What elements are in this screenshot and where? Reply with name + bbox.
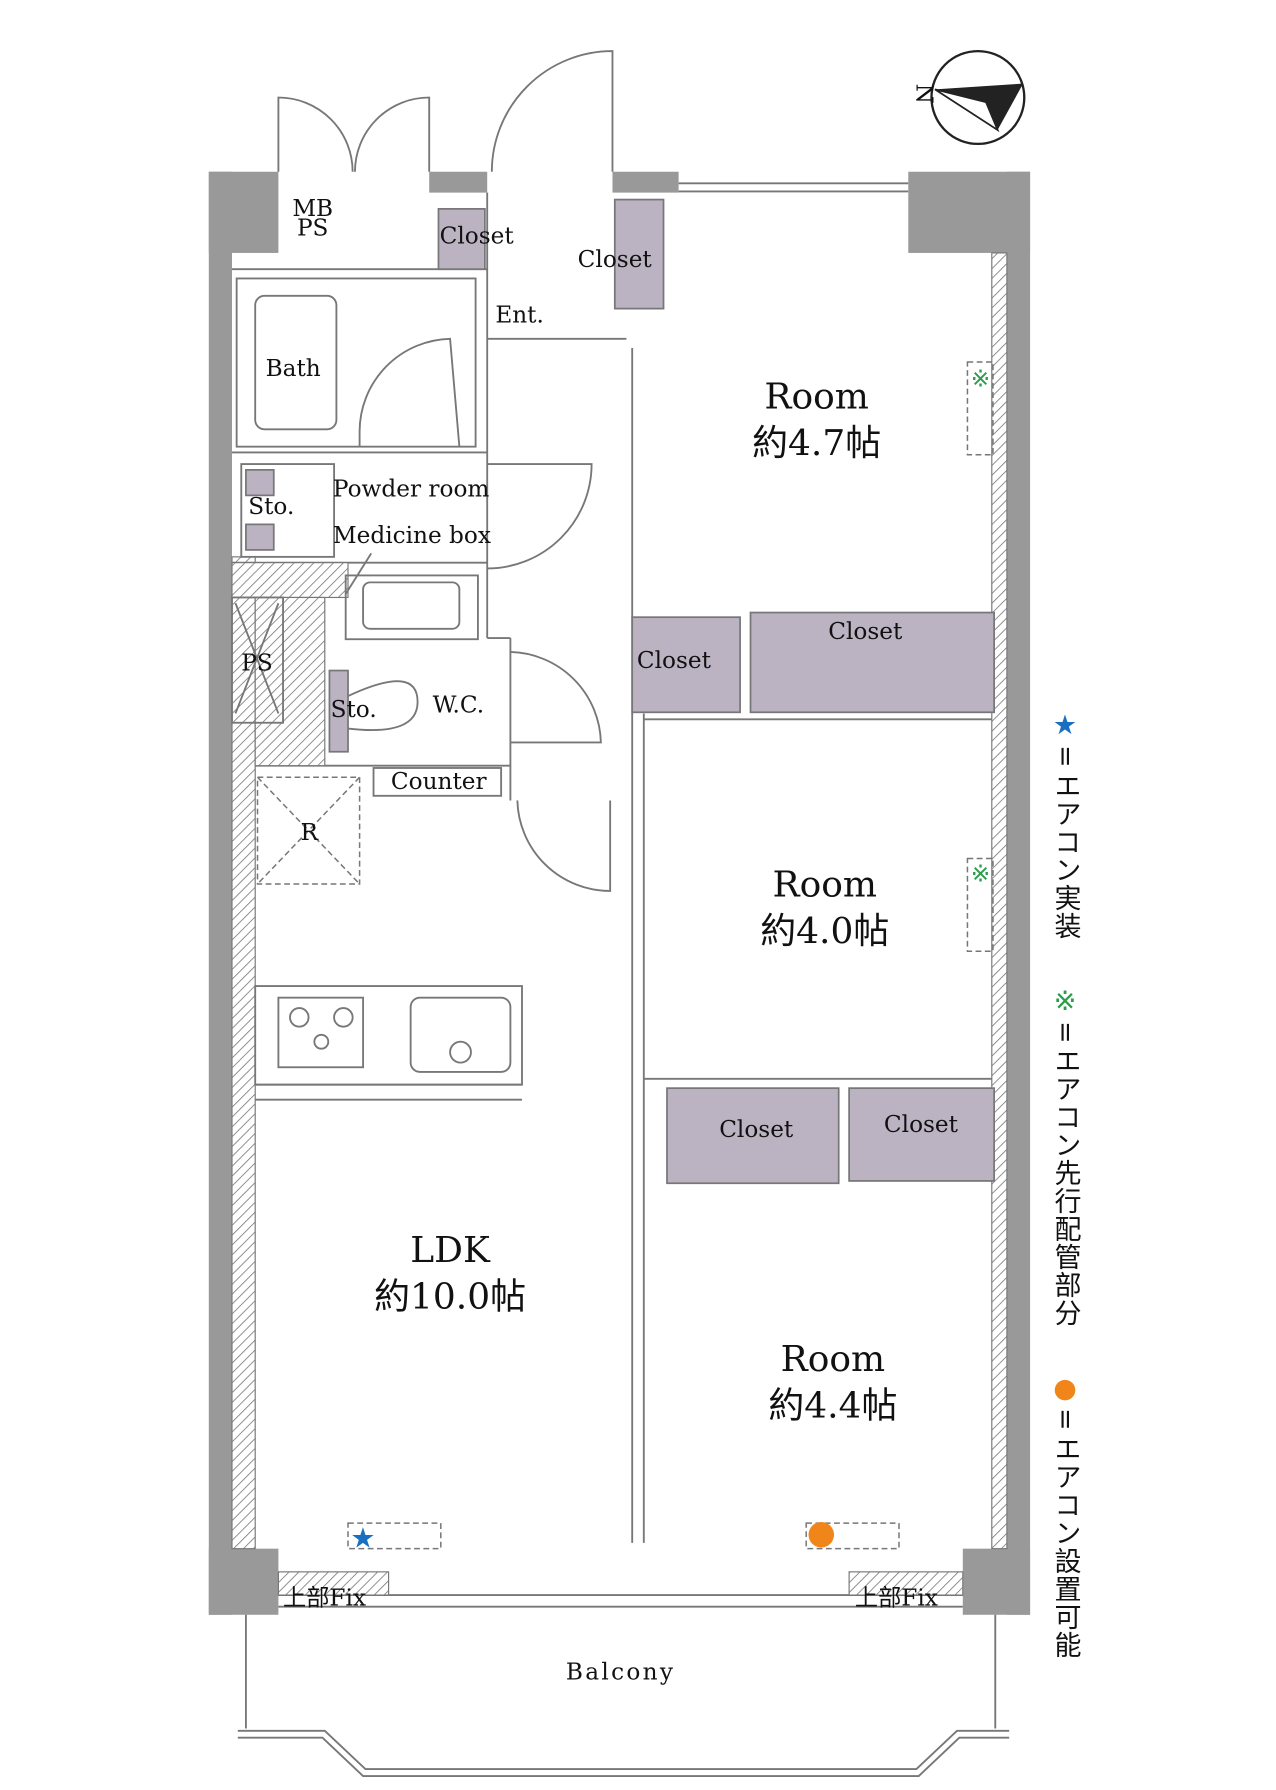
- legend-ac-piping: ※ = エアコン先行配管部分: [1046, 986, 1085, 1328]
- ac-installed-area: [347, 1522, 442, 1550]
- counter-label: Counter: [391, 768, 488, 795]
- legend-equals: =: [1049, 745, 1081, 768]
- legend-ac-possible: ● = エアコン設置可能: [1046, 1373, 1085, 1659]
- ps-label: PS: [297, 215, 329, 242]
- fix-window-label: 上部Fix: [855, 1585, 938, 1612]
- reference-mark-icon: ※: [1053, 985, 1077, 1017]
- closet-label: Closet: [828, 618, 903, 645]
- north-compass-icon: N: [910, 49, 1026, 146]
- exterior-walls: [208, 171, 1031, 1615]
- ac-piping-icon: ※: [971, 365, 990, 392]
- closet-label: Closet: [578, 246, 653, 273]
- entrance-label: Ent.: [495, 302, 544, 329]
- compass-north-label: N: [910, 84, 937, 104]
- room-3-size: 約4.4帖: [768, 1386, 897, 1427]
- storage-label: Sto.: [331, 696, 377, 723]
- fix-window-label: 上部Fix: [283, 1585, 366, 1612]
- legend-text: エアコン先行配管部分: [1049, 1047, 1081, 1328]
- closet-label: Closet: [719, 1116, 794, 1143]
- entry-doors: [277, 50, 614, 172]
- medicine-box-label: Medicine box: [333, 522, 491, 549]
- legend-text: エアコン設置可能: [1049, 1434, 1081, 1659]
- ac-piping-icon: ※: [971, 861, 990, 888]
- powder-room-label: Powder room: [333, 476, 489, 503]
- star-icon: ★: [1052, 710, 1078, 741]
- refrigerator-label: R: [300, 819, 319, 846]
- room-3-name: Room: [781, 1339, 885, 1380]
- ldk-size: 約10.0帖: [374, 1277, 526, 1318]
- bath-label: Bath: [266, 355, 321, 382]
- wc-label: W.C.: [433, 691, 484, 718]
- closet-label: Closet: [884, 1111, 959, 1138]
- room-1-name: Room: [764, 376, 868, 417]
- balcony: [237, 1614, 1010, 1777]
- closets: [245, 198, 995, 1185]
- balcony-label: Balcony: [566, 1659, 676, 1686]
- room-2-name: Room: [773, 865, 877, 906]
- legend-ac-installed: ★ = エアコン実装: [1046, 710, 1085, 940]
- ldk-name: LDK: [410, 1230, 491, 1271]
- ac-piping-area: [966, 361, 994, 456]
- ps-label: PS: [241, 650, 272, 677]
- closet-label: Closet: [440, 223, 515, 250]
- legend-equals: =: [1049, 1020, 1081, 1044]
- mb-label: MB: [292, 195, 333, 222]
- ac-possible-dot-icon: [808, 1521, 835, 1548]
- room-2-size: 約4.0帖: [760, 911, 889, 952]
- legend: ★ = エアコン実装 ※ = エアコン先行配管部分 ● = エアコン設置可能: [1040, 710, 1090, 1705]
- ac-piping-area: [966, 857, 994, 953]
- ac-installed-star-icon: ★: [350, 1522, 375, 1555]
- interior-walls: [231, 192, 992, 1596]
- closet-label: Closet: [637, 647, 712, 674]
- ac-possible-area: [805, 1522, 900, 1550]
- room-1-size: 約4.7帖: [752, 423, 881, 464]
- legend-equals: =: [1049, 1408, 1081, 1431]
- dot-icon: ●: [1053, 1373, 1077, 1405]
- legend-text: エアコン実装: [1049, 771, 1081, 940]
- storage-label: Sto.: [248, 493, 294, 520]
